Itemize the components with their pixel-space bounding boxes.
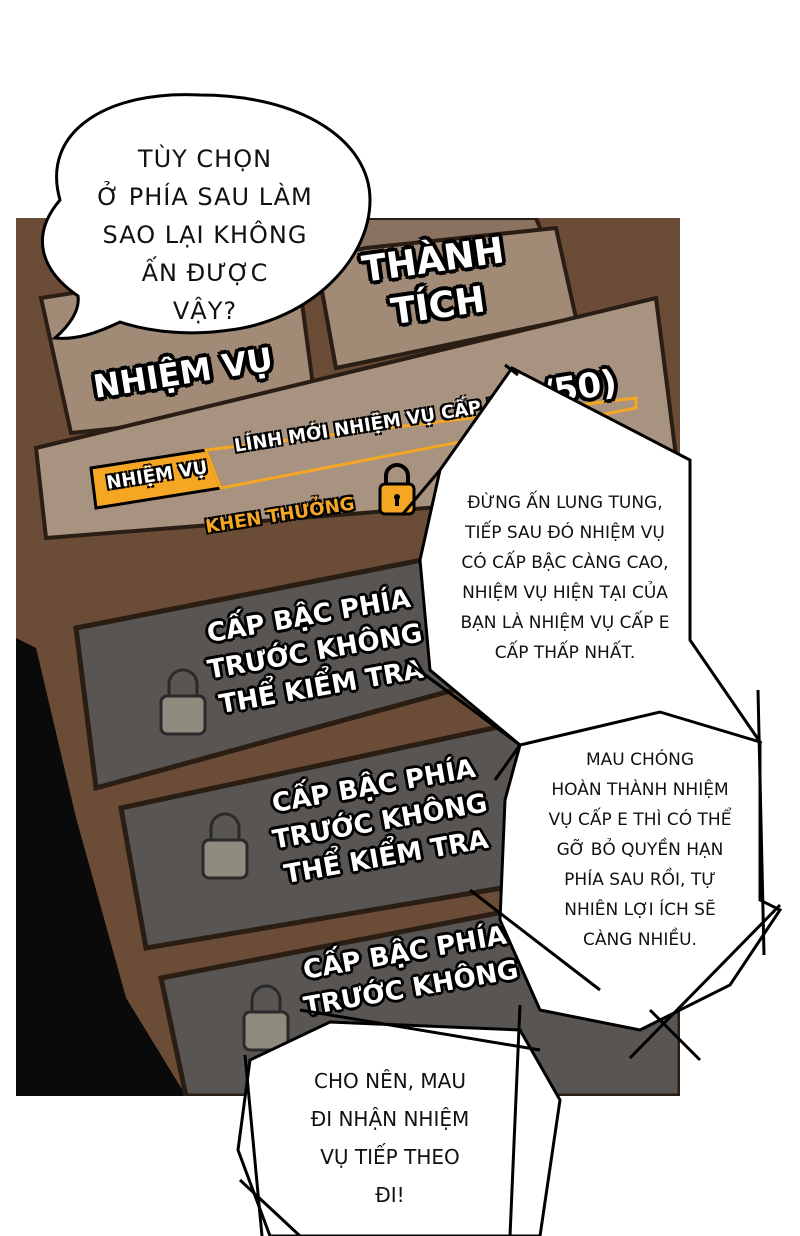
narration-2-text: MAU CHÓNG HOÀN THÀNH NHIỆM VỤ CẤP E THÌ …	[548, 750, 732, 950]
narration-3-text: CHO NÊN, MAU ĐI NHẬN NHIỆM VỤ TIẾP THEO …	[310, 1069, 470, 1207]
narration-1-text: ĐỪNG ẤN LUNG TUNG, TIẾP SAU ĐÓ NHIỆM VỤ …	[460, 493, 670, 663]
lock-icon	[159, 668, 207, 736]
lock-icon	[201, 812, 249, 880]
speech-bubble-top-text: TÙY CHỌN Ở PHÍA SAU LÀM SAO LẠI KHÔNG ẤN…	[97, 145, 313, 325]
achievements-tab-label: THÀNH TÍCH	[359, 230, 507, 334]
